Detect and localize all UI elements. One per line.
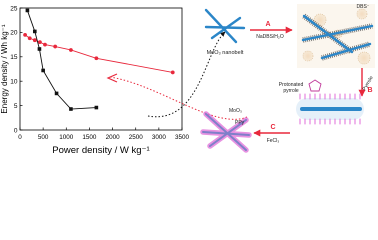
x-tick-label: 2000 — [106, 134, 121, 141]
x-tick-label: 2500 — [129, 134, 144, 141]
y-tick-label: 5 — [14, 103, 18, 110]
pyrrole-label-line2: pyrrole — [283, 88, 299, 94]
series-0-point — [32, 38, 37, 43]
step-c-letter: C — [270, 124, 275, 131]
x-tick-label: 1000 — [59, 134, 74, 141]
series-1-point — [94, 105, 99, 110]
x-axis-label: Power density / W kg⁻¹ — [52, 145, 149, 156]
series-1-point — [41, 68, 45, 73]
axis-ticks: 0 500 1000 1500 2000 2500 3000 3500 0 5 10 15 20 25 — [10, 5, 189, 141]
y-tick-label: 15 — [10, 54, 18, 61]
x-tick-label: 1500 — [82, 134, 97, 141]
series-0-point — [94, 56, 99, 61]
connector-red-dotted — [109, 76, 248, 120]
pyrrole-ring-icon — [308, 79, 322, 92]
series-1-point — [69, 107, 73, 111]
x-tick-label: 500 — [38, 134, 49, 141]
series-layer — [23, 8, 175, 111]
dbs-label: DBS⁻ — [357, 4, 370, 10]
x-tick-label: 0 — [18, 134, 22, 141]
ppy-label: PPy — [235, 120, 245, 126]
series-0-point — [27, 36, 32, 41]
series-1-point — [33, 29, 37, 34]
nanobelt-label: MoO₃ nanobelt — [207, 50, 244, 56]
synthesis-scheme: MoO₃ nanobelt A NaDBS/H₂O DBS⁻ — [200, 4, 375, 153]
y-tick-label: 20 — [10, 30, 18, 37]
series-0-point — [38, 40, 42, 45]
step-c-reagent: FeCl₃ — [267, 138, 280, 144]
series-1-point — [37, 47, 42, 51]
y-axis-label: Energy density / Wh kg⁻¹ — [0, 24, 9, 113]
x-tick-label: 3500 — [175, 134, 190, 141]
step-a-reagent: NaDBS/H₂O — [256, 34, 284, 40]
pyrrole-label-line1: Protonated — [279, 82, 304, 88]
y-tick-label: 25 — [10, 5, 18, 12]
connector-black-dotted — [147, 31, 226, 118]
series-0-point — [43, 42, 47, 47]
series-0-point — [69, 48, 73, 52]
series-0-point — [23, 32, 27, 37]
series-1-line — [26, 10, 97, 110]
moo3-label: MoO₃ — [229, 108, 242, 114]
ppy-moo3-product — [200, 111, 252, 153]
figure: 0 500 1000 1500 2000 2500 3000 3500 0 5 10 15 20 25 P… — [0, 4, 375, 156]
series-0-line — [24, 34, 173, 73]
energy-power-chart: 0 500 1000 1500 2000 2500 3000 3500 0 5 10 15 20 25 P… — [0, 5, 189, 156]
step-b-letter: B — [367, 87, 372, 94]
plot-frame — [19, 7, 183, 131]
series-0-point — [170, 70, 175, 75]
step-a-letter: A — [265, 21, 270, 28]
y-tick-label: 10 — [10, 79, 18, 86]
pyrrole-coated-belt — [296, 93, 364, 125]
x-tick-label: 3000 — [152, 134, 167, 141]
connector-red-arrowhead — [106, 73, 118, 83]
series-1-point — [25, 8, 30, 13]
series-0-point — [53, 44, 58, 49]
surfactant-coated-belts — [297, 4, 375, 68]
step-b-reagent: Pyrrole — [362, 75, 375, 92]
y-tick-label: 0 — [14, 127, 18, 134]
series-1-point — [54, 91, 59, 96]
nanobelt-cluster — [204, 8, 246, 44]
